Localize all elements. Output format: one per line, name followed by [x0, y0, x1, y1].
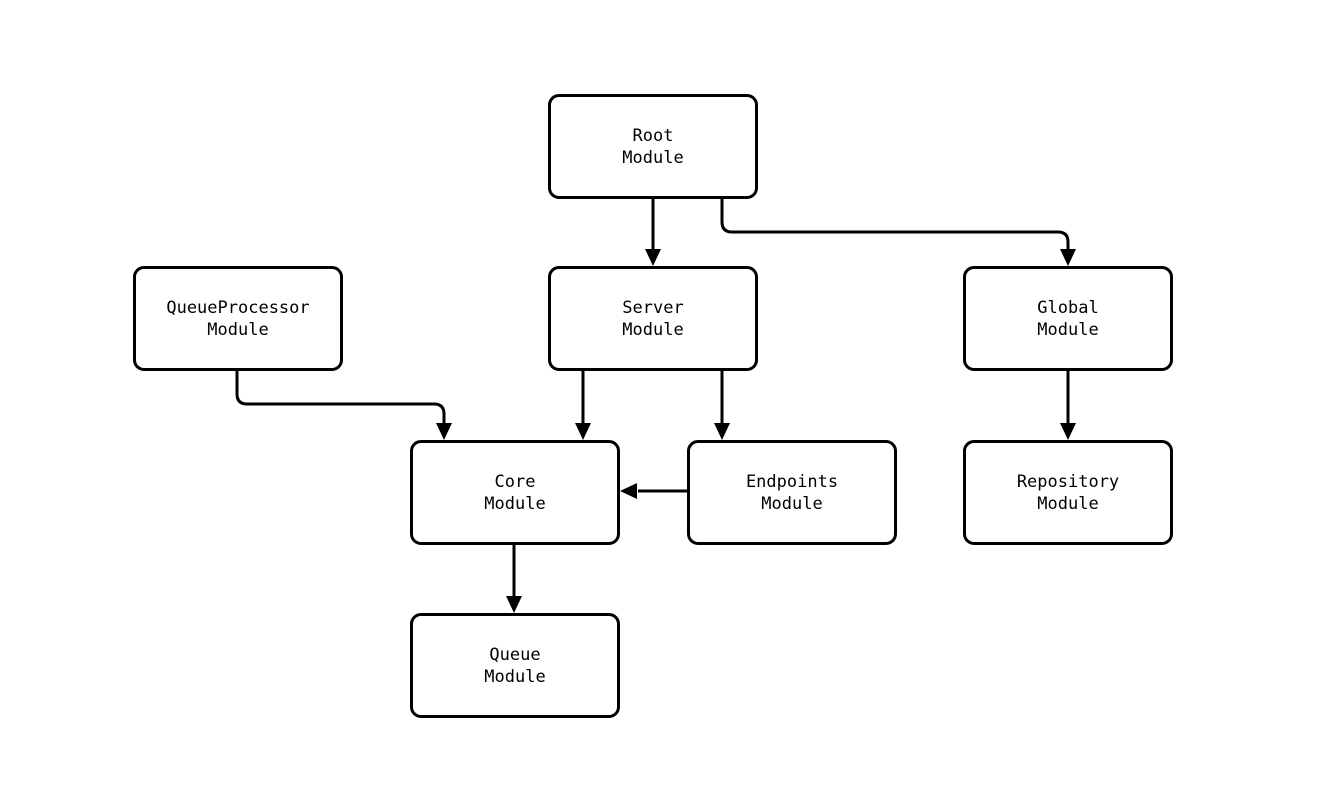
node-global-label-line2: Module	[1037, 319, 1099, 340]
node-root-label-line1: Root	[632, 125, 674, 146]
node-global-label-line1: Global	[1037, 297, 1099, 318]
node-server-label-line2: Module	[622, 319, 684, 340]
node-queue-label-line1: Queue	[489, 644, 541, 665]
node-endpoints-label-line1: Endpoints	[745, 471, 839, 492]
node-server-label-line1: Server	[622, 297, 684, 318]
node-root-label-line2: Module	[622, 147, 684, 168]
node-repository-label-line2: Module	[1037, 493, 1099, 514]
node-repository-label-line1: Repository	[1016, 471, 1120, 492]
node-queue-label-line2: Module	[484, 666, 546, 687]
node-core-label-line2: Module	[484, 493, 546, 514]
node-queueprocessor-label-line2: Module	[207, 319, 269, 340]
node-endpoints-label-line2: Module	[761, 493, 823, 514]
node-queueprocessor-label-line1: QueueProcessor	[166, 297, 310, 318]
node-core-label-line1: Core	[494, 471, 536, 492]
